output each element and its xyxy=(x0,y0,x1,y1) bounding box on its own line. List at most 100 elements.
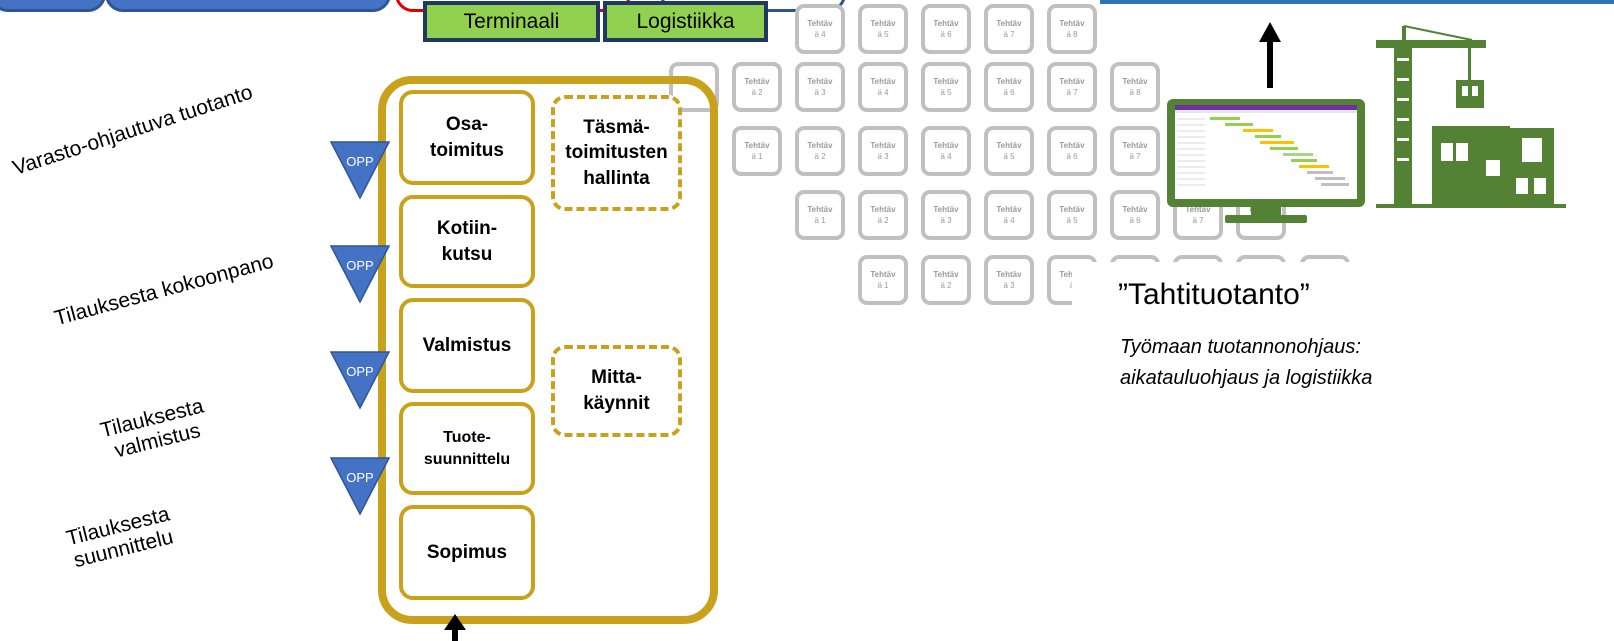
task-tile-number: ä 7 xyxy=(1129,152,1141,161)
task-tile-number: ä 7 xyxy=(1066,88,1078,97)
task-tile: Tehtäv ä 6 xyxy=(984,62,1034,112)
task-tile: Tehtäv ä 4 xyxy=(984,190,1034,240)
task-tile-label: Tehtäv xyxy=(807,205,833,214)
task-tile-label: Tehtäv xyxy=(996,205,1022,214)
contract-label: Sopimus xyxy=(426,541,508,563)
task-tile: Tehtäv ä 3 xyxy=(921,190,971,240)
task-tile: Tehtäv ä 7 xyxy=(1110,126,1160,176)
task-tile-number: ä 2 xyxy=(751,88,763,97)
task-tile-number: ä 4 xyxy=(814,30,826,39)
task-tile: Tehtäv ä 3 xyxy=(858,126,908,176)
task-tile-number: ä xyxy=(1070,280,1074,291)
task-tile: Tehtäv ä 3 xyxy=(795,62,845,112)
task-tile-number: ä 3 xyxy=(814,88,826,97)
task-tile-label: Tehtäv xyxy=(1185,205,1211,214)
task-tile: Tehtäv ä 4 xyxy=(795,4,845,54)
task-tile-label: Tehtäv xyxy=(996,270,1022,279)
task-tile-number: ä 1 xyxy=(877,281,889,290)
tahti-subtitle: Työmaan tuotannonohjaus: aikatauluohjaus… xyxy=(1120,336,1373,389)
task-tile-label: Tehtäv xyxy=(1122,141,1148,150)
task-tile-number: ä 7 xyxy=(1003,30,1015,39)
task-tile-label: Tehtäv xyxy=(996,141,1022,150)
task-tile-label: Tehtäv xyxy=(996,77,1022,86)
task-tile-number: ä 4 xyxy=(940,152,952,161)
task-tile: Tehtäv ä 7 xyxy=(984,4,1034,54)
task-tile: Tehtäv ä 5 xyxy=(1047,190,1097,240)
task-tile-label: Tehtäv xyxy=(807,19,833,28)
task-tile-number: ä 1 xyxy=(814,216,826,225)
tahti-title: ”Tahtituotanto” xyxy=(1118,278,1310,311)
task-tile-number: ä 5 xyxy=(1066,216,1078,225)
opp-marker-1: OPP xyxy=(330,140,390,200)
call-off-box: Kotiin- kutsu xyxy=(399,195,535,288)
opp-triangle-icon xyxy=(330,457,390,516)
opp-triangle-icon xyxy=(330,351,390,410)
opp-label: OPP xyxy=(346,364,374,379)
top-left-shape-2 xyxy=(105,0,391,12)
task-tile-number: ä 5 xyxy=(940,88,952,97)
opp-marker-4: OPP xyxy=(330,456,390,516)
partial-delivery-box: Osa- toimitus xyxy=(399,90,535,185)
task-tile-label: Tehtäv xyxy=(996,19,1022,28)
logistics-button[interactable]: Logistiikka xyxy=(603,1,768,42)
top-blue-line xyxy=(1100,0,1614,4)
task-tile-number: ä 2 xyxy=(814,152,826,161)
terminal-button[interactable]: Terminaali xyxy=(423,1,600,42)
task-tile-number: ä 8 xyxy=(1066,30,1078,39)
task-tile: Tehtäv ä 4 xyxy=(921,126,971,176)
task-tile: Tehtäv ä 1 xyxy=(795,190,845,240)
strategy-engineer-to-order: Tilauksesta suunnittelu xyxy=(64,502,176,573)
task-tile-number: ä 3 xyxy=(1003,281,1015,290)
task-tile-label: Tehtäv xyxy=(870,19,896,28)
task-tile: Tehtäv ä 3 xyxy=(984,255,1034,305)
task-tile-number: ä 3 xyxy=(940,216,952,225)
task-tile-label: Tehtäv xyxy=(933,205,959,214)
task-tile-label: Tehtäv xyxy=(933,270,959,279)
task-tile-label: Tehtäv xyxy=(744,141,770,150)
process-container xyxy=(378,76,718,624)
task-tile-label: Tehtäv xyxy=(744,77,770,86)
jit-delivery-management-label: Täsmä- toimitusten hallinta xyxy=(565,116,668,189)
opp-marker-3: OPP xyxy=(330,350,390,410)
strategy-make-to-order: Tilauksesta valmistus xyxy=(98,394,206,463)
strategy-assemble-to-order: Tilauksesta kokoonpano xyxy=(52,249,276,331)
task-tile-number: ä 6 xyxy=(1003,88,1015,97)
opp-marker-2: OPP xyxy=(330,244,390,304)
opp-label: OPP xyxy=(346,470,374,485)
strategy-make-to-stock: Varasto-ohjautuva tuotanto xyxy=(10,80,256,180)
task-tile-number: ä 1 xyxy=(751,152,763,161)
task-tile-number: ä 3 xyxy=(877,152,889,161)
task-tile-number: ä 4 xyxy=(877,88,889,97)
task-tile-label: Tehtäv xyxy=(933,141,959,150)
opp-label: OPP xyxy=(346,258,374,273)
opp-triangle-icon xyxy=(330,245,390,304)
task-tile-label: Tehtäv xyxy=(1122,77,1148,86)
task-tile-label: Tehtäv xyxy=(807,77,833,86)
task-tile-label: Tehtäv xyxy=(933,19,959,28)
task-tile: Tehtäv ä 2 xyxy=(732,62,782,112)
manufacturing-box: Valmistus xyxy=(399,298,535,393)
measurement-visits-box: Mitta- käynnit xyxy=(551,345,682,437)
task-tile-label: Tehtäv xyxy=(807,141,833,150)
task-tile-number: ä 7 xyxy=(1192,216,1204,225)
task-tile-label: Tehtäv xyxy=(1059,205,1085,214)
task-tile: Tehtäv ä 4 xyxy=(858,62,908,112)
monitor-schedule-icon xyxy=(1167,99,1365,223)
construction-site-icon xyxy=(1376,25,1566,208)
product-design-box: Tuote- suunnittelu xyxy=(399,402,535,495)
task-tile-number: ä 6 xyxy=(1066,152,1078,161)
task-tile-label: Tehtäv xyxy=(870,77,896,86)
task-tile-label: Tehtäv xyxy=(870,141,896,150)
opp-label: OPP xyxy=(346,154,374,169)
task-tile-label: Tehtäv xyxy=(870,205,896,214)
task-tile-number: ä 4 xyxy=(1003,216,1015,225)
task-tile-number: ä 6 xyxy=(1129,216,1141,225)
